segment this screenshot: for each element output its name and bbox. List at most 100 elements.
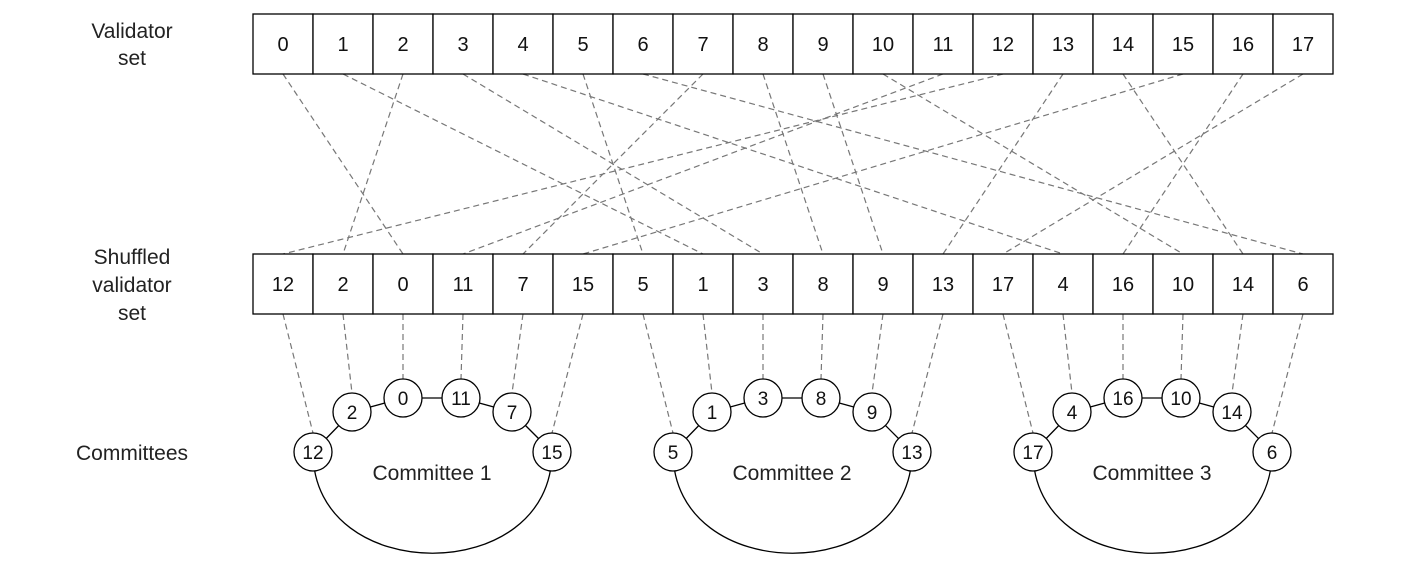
validator-cell-7 [672,13,734,75]
committee-link-8 [820,313,824,380]
committee-name: Committee 3 [1092,462,1211,485]
shuffled-cell-label: 2 [337,274,348,296]
member-node-label: 12 [302,443,323,464]
member-node-label: 17 [1022,443,1043,464]
shuffled-cell-label: 1 [697,274,708,296]
validator-cell-16 [1212,13,1274,75]
validator-cell-label: 17 [1292,34,1314,56]
member-node-label: 13 [901,443,922,464]
committee-link-1 [702,313,713,394]
committee-link-7 [511,313,524,394]
label-validator-set-line-1: Validator [91,20,172,43]
label-shuffled-set-line-3: set [118,302,146,325]
label-committees: Committees [76,442,188,465]
shuffle-link-7 [522,73,704,255]
member-node-0 [383,378,423,418]
member-node-16 [1103,378,1143,418]
shuffle-links [282,73,1304,255]
shuffled-cell-2 [312,253,374,315]
member-node-3 [743,378,783,418]
validator-cell-label: 2 [397,34,408,56]
member-node-17 [1013,432,1053,472]
shuffled-cell-label: 17 [992,274,1014,296]
shuffle-link-17 [1002,73,1304,255]
shuffle-link-16 [1122,73,1244,255]
shuffled-cell-label: 11 [453,274,474,296]
member-node-label: 16 [1112,389,1133,410]
shuffled-cell-label: 13 [932,274,954,296]
committee-link-12 [282,313,314,434]
member-node-7 [492,392,532,432]
validator-cell-label: 6 [637,34,648,56]
member-node-label: 5 [668,443,679,464]
validator-cell-label: 10 [872,34,894,56]
label-shuffled-set-line-1: Shuffled [94,246,171,269]
validator-cell-label: 14 [1112,34,1134,56]
committee-link-10 [1180,313,1184,380]
shuffled-cell-0 [372,253,434,315]
validator-cell-10 [852,13,914,75]
shuffled-cell-5 [612,253,674,315]
validator-cell-label: 12 [992,34,1014,56]
member-node-10 [1161,378,1201,418]
shuffled-cell-label: 9 [877,274,888,296]
validator-cell-3 [432,13,494,75]
member-node-label: 10 [1170,389,1191,410]
validator-cell-label: 1 [337,34,348,56]
shuffle-link-12 [282,73,1004,255]
validator-cell-15 [1152,13,1214,75]
member-node-6 [1252,432,1292,472]
validator-cell-label: 4 [517,34,528,56]
committee-link-9 [871,313,884,394]
validator-cell-label: 9 [817,34,828,56]
validator-cell-6 [612,13,674,75]
validator-cell-4 [492,13,554,75]
committee-links [282,313,1304,434]
committee-link-4 [1062,313,1073,394]
shuffled-cell-label: 12 [272,274,294,296]
shuffled-cell-3 [732,253,794,315]
shuffled-cell-label: 4 [1057,274,1068,296]
shuffled-cell-label: 5 [637,274,648,296]
shuffled-cell-label: 0 [397,274,408,296]
shuffled-cell-13 [912,253,974,315]
member-node-label: 3 [758,389,769,410]
validator-cell-0 [252,13,314,75]
member-node-5 [653,432,693,472]
shuffled-cell-12 [252,253,314,315]
member-node-9 [852,392,892,432]
member-node-label: 8 [816,389,827,410]
shuffled-cell-8 [792,253,854,315]
shuffled-cell-6 [1272,253,1334,315]
member-node-15 [532,432,572,472]
shuffle-link-0 [282,73,404,255]
validator-cell-11 [912,13,974,75]
shuffle-link-4 [522,73,1064,255]
shuffled-cell-label: 8 [817,274,828,296]
shuffle-link-14 [1122,73,1244,255]
member-node-2 [332,392,372,432]
shuffled-cell-label: 7 [517,274,528,296]
validator-cell-17 [1272,13,1334,75]
member-node-label: 2 [347,403,358,424]
validator-cell-2 [372,13,434,75]
shuffle-link-6 [642,73,1304,255]
committee-link-17 [1002,313,1034,434]
committee-loop [1032,451,1273,554]
member-node-label: 4 [1067,403,1078,424]
committee-link-14 [1231,313,1244,394]
member-node-label: 7 [507,403,518,424]
committee-link-13 [911,313,944,434]
committee-link-6 [1271,313,1304,434]
committee-link-5 [642,313,674,434]
shuffled-cell-label: 6 [1297,274,1308,296]
member-node-4 [1052,392,1092,432]
committee-name: Committee 1 [372,462,491,485]
member-node-8 [801,378,841,418]
committee-loop [312,451,553,554]
shuffled-cell-10 [1152,253,1214,315]
